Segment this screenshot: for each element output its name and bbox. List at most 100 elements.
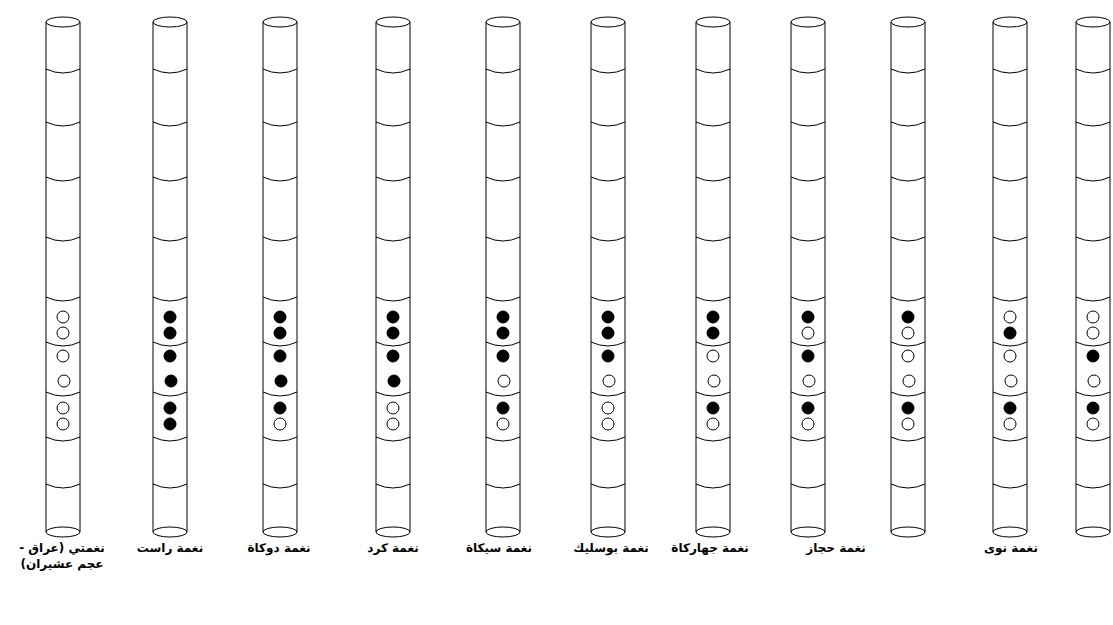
tube-joint [263,342,297,346]
tube-joint [263,484,297,488]
tube-joint [791,297,825,301]
ney-tube [696,17,730,537]
note-label: نغمة نوى [984,540,1038,556]
open-hole [1087,418,1099,430]
open-hole [57,402,69,414]
tube-joint [696,69,730,73]
tube-joint [891,177,925,181]
open-hole [57,311,69,323]
tube-joint [891,237,925,241]
tube-joint [1076,297,1110,301]
tube-joint [791,237,825,241]
open-hole [602,402,614,414]
note-label: نغمة دوكاة [248,540,311,556]
tube-joint [376,237,410,241]
tube-body [696,22,730,537]
tube-joint [153,437,187,441]
open-hole [387,418,399,430]
note-label: نغمة حجاز [806,540,866,556]
open-hole [498,375,510,387]
tube-joint [46,392,80,396]
closed-hole [802,402,814,414]
closed-hole [1004,327,1016,339]
tube-bottom [993,527,1027,532]
tube-joint [993,297,1027,301]
tube-joint [891,484,925,488]
closed-hole [602,311,614,323]
tube-joint [1076,177,1110,181]
tube-joint [791,177,825,181]
tube-joint [46,69,80,73]
tube-joint [376,177,410,181]
closed-hole [707,327,719,339]
tube-joint [46,237,80,241]
open-hole [902,327,914,339]
tube-joint [46,297,80,301]
ney-tube [591,17,625,537]
tube-joint [993,237,1027,241]
tube-joint [993,342,1027,346]
tube-joint [891,392,925,396]
open-hole [902,418,914,430]
open-hole [602,418,614,430]
tube-joint [263,177,297,181]
tube-bottom [153,527,187,532]
tube-joint [153,342,187,346]
tube-joint [1076,392,1110,396]
tube-body [791,22,825,537]
tube-joint [1076,237,1110,241]
tube-joint [486,484,520,488]
tube-joint [993,177,1027,181]
open-hole [274,418,286,430]
tube-bottom [791,527,825,532]
tube-joint [696,237,730,241]
ney-tube [153,17,187,537]
note-label: نغمتي (عراق - عجم عشيران) [6,540,118,572]
tube-joint [263,237,297,241]
tube-joint [993,437,1027,441]
tube-joint [1076,69,1110,73]
tube-top [696,17,730,27]
tube-top [591,17,625,27]
tube-joint [46,437,80,441]
tube-body [153,22,187,537]
tube-bottom [263,527,297,532]
tube-top [153,17,187,27]
closed-hole [275,375,287,387]
tube-joint [486,437,520,441]
tube-joint [153,392,187,396]
open-hole [707,350,719,362]
tube-joint [993,122,1027,126]
tube-joint [376,437,410,441]
closed-hole [602,327,614,339]
closed-hole [802,311,814,323]
tube-joint [993,392,1027,396]
tube-bottom [46,527,80,532]
tube-joint [376,484,410,488]
closed-hole [497,350,509,362]
tube-joint [696,122,730,126]
closed-hole [902,311,914,323]
tube-body [376,22,410,537]
tube-top [46,17,80,27]
ney-tube [263,17,297,537]
closed-hole [274,311,286,323]
tube-body [263,22,297,537]
tube-joint [153,484,187,488]
tube-joint [591,177,625,181]
tube-joint [791,122,825,126]
tube-joint [591,122,625,126]
tube-joint [696,177,730,181]
closed-hole [164,350,176,362]
tube-joint [263,392,297,396]
tube-top [376,17,410,27]
tube-joint [696,484,730,488]
tube-joint [486,297,520,301]
tube-joint [891,122,925,126]
closed-hole [497,311,509,323]
closed-hole [164,311,176,323]
ney-tube [46,17,80,537]
tube-body [486,22,520,537]
